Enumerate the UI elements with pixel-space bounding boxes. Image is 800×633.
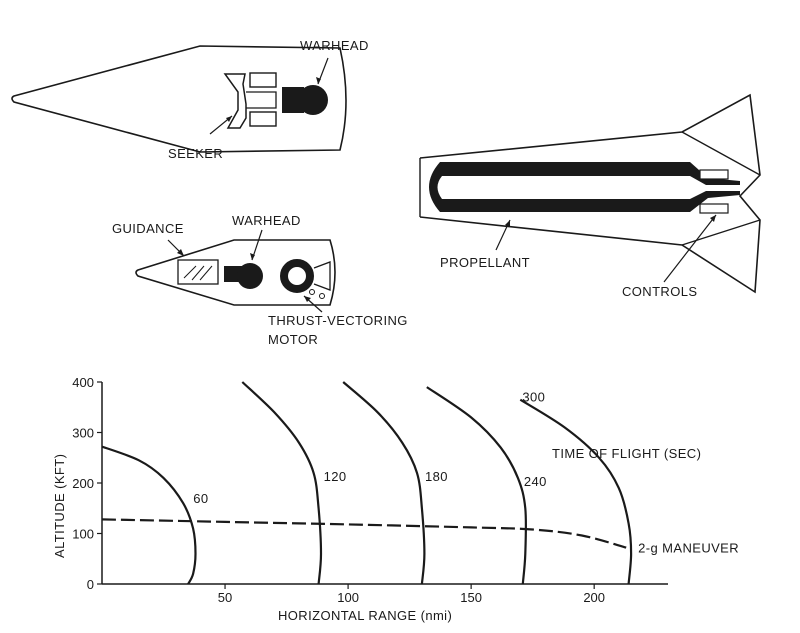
seeker-box-upper <box>249 72 277 88</box>
warhead-sphere <box>298 85 328 115</box>
curve-180 <box>342 381 426 585</box>
seeker-dome <box>223 73 247 129</box>
x-tick-label-100: 100 <box>337 590 359 605</box>
y-ticks: 0 100 200 300 400 <box>72 375 102 592</box>
x-ticks: 50 100 150 200 <box>218 584 605 605</box>
legend-title: TIME OF FLIGHT (SEC) <box>552 446 701 461</box>
large-rocket-drawing <box>419 93 761 294</box>
curve-2-g-maneuver <box>101 518 627 549</box>
curve-label-180: 180 <box>425 469 448 484</box>
curve-label-300: 300 <box>522 390 545 405</box>
trajectory-chart: 50 100 150 200 0 100 200 300 400 60 120 180 240 300… <box>72 375 739 605</box>
small-warhead-sphere <box>237 263 263 289</box>
control-box-upper <box>699 169 729 180</box>
warhead-label-small: WARHEAD <box>232 213 301 228</box>
warhead-label-top: WARHEAD <box>300 38 369 53</box>
thrust-vectoring-label: THRUST-VECTORING <box>268 313 408 328</box>
thrust-motor-ring <box>280 259 314 293</box>
motor-label: MOTOR <box>268 332 318 347</box>
x-tick-label-150: 150 <box>460 590 482 605</box>
seeker-label: SEEKER <box>168 146 223 161</box>
x-tick-label-50: 50 <box>218 590 232 605</box>
y-tick-label-400: 400 <box>72 375 94 390</box>
y-tick-label-300: 300 <box>72 426 94 441</box>
propellant-grain <box>429 162 740 212</box>
control-box-lower <box>699 203 729 214</box>
curve-120 <box>241 381 323 585</box>
warhead-body <box>282 87 304 113</box>
controls-label: CONTROLS <box>622 284 697 299</box>
curve-label-2-g-maneuver: 2-g MANEUVER <box>638 541 739 556</box>
seeker-box-lower <box>249 111 277 127</box>
propellant-label: PROPELLANT <box>440 255 530 270</box>
curve-labels: 60 120 180 240 300 2-g MANEUVER <box>193 390 739 556</box>
time-of-flight-curves <box>101 381 633 585</box>
guidance-module <box>177 259 219 285</box>
y-tick-label-200: 200 <box>72 476 94 491</box>
y-tick-label-100: 100 <box>72 527 94 542</box>
x-axis-label: HORIZONTAL RANGE (nmi) <box>278 608 452 623</box>
guidance-label: GUIDANCE <box>112 221 184 236</box>
y-axis-label: ALTITUDE (KFT) <box>52 454 67 558</box>
curve-label-60: 60 <box>193 491 208 506</box>
y-tick-label-0: 0 <box>87 577 94 592</box>
curve-label-120: 120 <box>324 469 347 484</box>
curve-300 <box>519 398 633 585</box>
curve-label-240: 240 <box>524 474 547 489</box>
top-missile-drawing <box>11 45 347 153</box>
x-tick-label-200: 200 <box>583 590 605 605</box>
small-missile-drawing <box>135 229 336 313</box>
curve-240 <box>426 386 528 585</box>
curve-60 <box>101 445 197 585</box>
